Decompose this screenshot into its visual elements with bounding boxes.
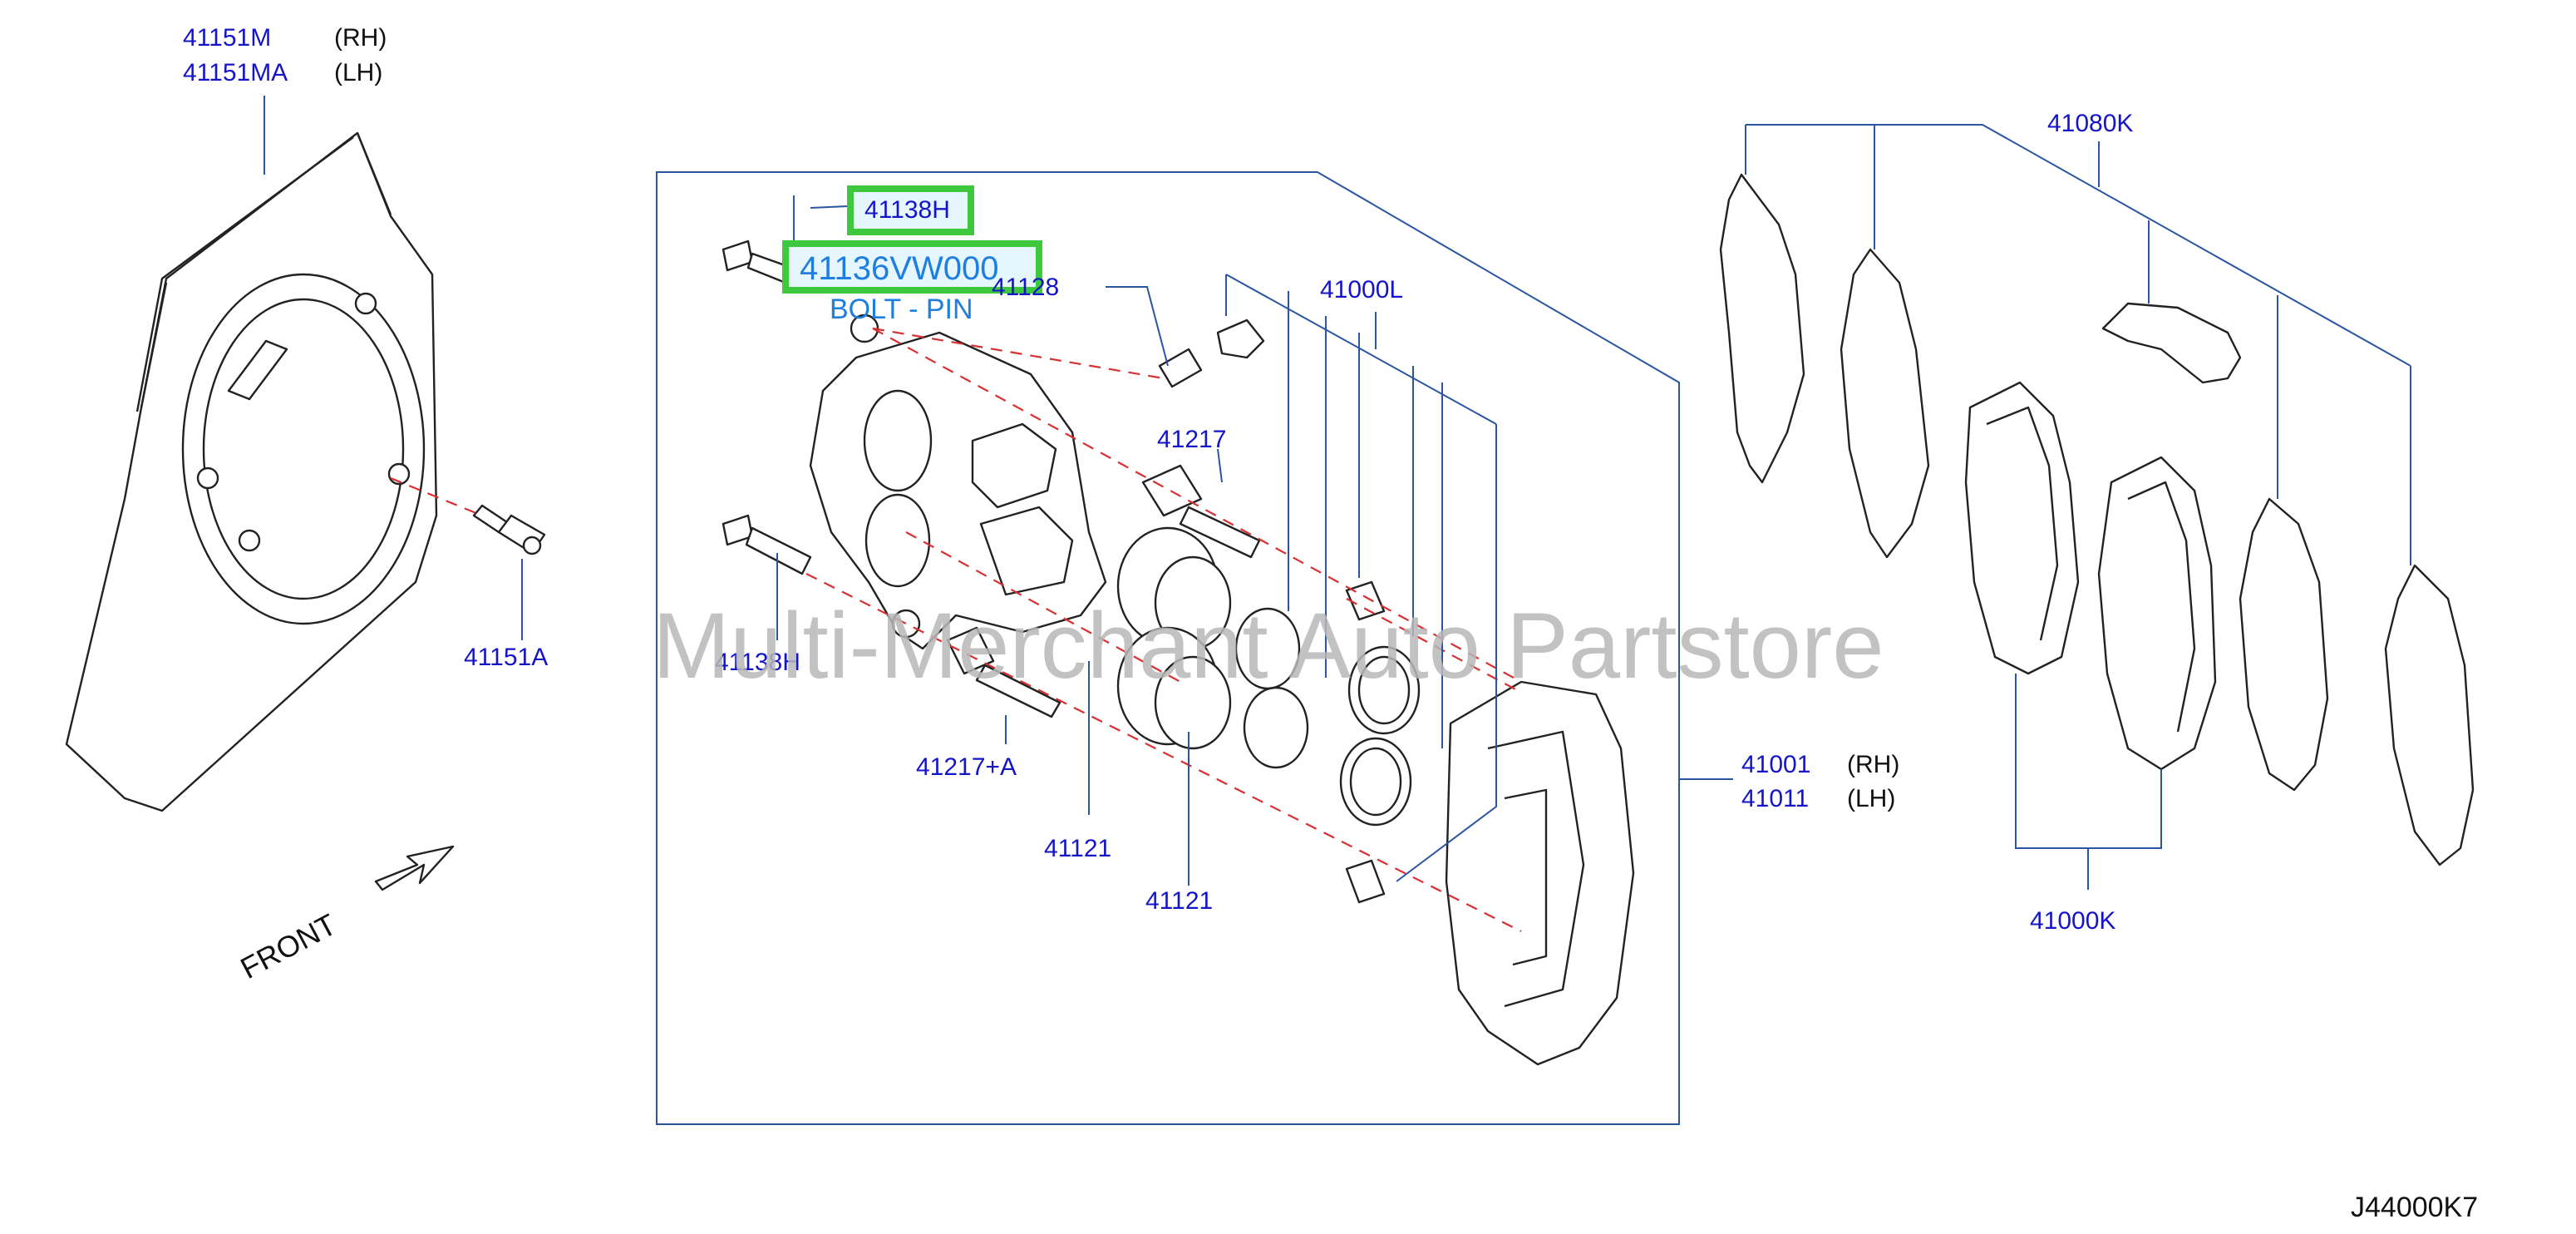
pad-hardware-leaders xyxy=(1745,124,2411,890)
splash-guard-rh-part-number[interactable]: 41151M xyxy=(183,24,271,52)
caliper-lh-part-number[interactable]: 41011 xyxy=(1741,785,1809,812)
pad-hardware-part-number[interactable]: 41080K xyxy=(2047,110,2133,137)
piston-a-part-number[interactable]: 41121 xyxy=(1044,835,1111,862)
lower-pin-bolt-drawing xyxy=(722,514,812,575)
piston-upper-drawing xyxy=(1116,526,1232,650)
caliper-body-drawing xyxy=(809,313,1107,650)
pad-shim-outer-right-drawing xyxy=(2384,564,2475,866)
lower-guide-pin-part-number[interactable]: 41217+A xyxy=(916,753,1017,781)
upper-guide-pin-part-number[interactable]: 41217 xyxy=(1157,426,1226,453)
brake-pad-inner-drawing xyxy=(2097,456,2217,771)
caliper-rh-side-label: (RH) xyxy=(1847,751,1899,778)
brake-pad-outer-drawing xyxy=(1964,381,2080,675)
caliper-rh-part-number[interactable]: 41001 xyxy=(1741,751,1810,778)
splash-guard-lh-part-number[interactable]: 41151MA xyxy=(183,59,288,86)
highlighted-part-name: BOLT - PIN xyxy=(830,294,973,325)
pad-shim-inner-left-drawing xyxy=(1840,248,1930,559)
front-arrow-icon xyxy=(374,845,455,891)
caliper-bracket-drawing xyxy=(1445,680,1635,1066)
pin-bolt-lower-part-number[interactable]: 41138H xyxy=(715,649,800,676)
store-watermark: Multi-Merchant Auto Partstore xyxy=(653,594,1884,698)
pad-shim-outer-left-drawing xyxy=(1719,173,1805,484)
splash-guard-lh-side-label: (LH) xyxy=(334,59,382,86)
splash-guard-drawing xyxy=(65,131,438,812)
highlighted-part-box xyxy=(782,240,1042,294)
bleeder-screw-drawing xyxy=(1158,318,1265,388)
pad-clip-drawing xyxy=(2101,302,2242,384)
highlighted-part-number[interactable]: 41136VW000 xyxy=(800,250,998,287)
lower-guide-pin-drawing xyxy=(946,626,1061,718)
splash-guard-bolt-part-number[interactable]: 41151A xyxy=(464,644,548,671)
caliper-explode-lines xyxy=(805,327,1522,932)
pin-bolt-upper-part-number[interactable]: 41138H xyxy=(864,196,950,224)
seal-kit-part-number[interactable]: 41000L xyxy=(1320,276,1403,304)
seal-kit-leaders xyxy=(1225,274,1497,882)
splash-guard-rh-side-label: (RH) xyxy=(334,24,387,52)
piston-lower-drawing xyxy=(1116,626,1232,750)
pad-kit-part-number[interactable]: 41000K xyxy=(2030,907,2115,935)
splash-guard-bolt-drawing xyxy=(472,504,546,555)
bleeder-part-number[interactable]: 41128 xyxy=(992,274,1059,301)
front-direction-label: FRONT xyxy=(235,907,342,985)
diagram-code: J44000K7 xyxy=(2351,1192,2478,1223)
caliper-lh-side-label: (LH) xyxy=(1847,785,1895,812)
pin-bolt-upper-highlight-box xyxy=(847,185,974,235)
pad-shim-inner-right-drawing xyxy=(2239,497,2329,792)
splash-bolt-explode-line xyxy=(390,476,483,517)
caliper-group-box xyxy=(656,171,1680,1125)
piston-b-part-number[interactable]: 41121 xyxy=(1145,887,1213,915)
seal-ring-set-drawing xyxy=(1234,580,1421,904)
